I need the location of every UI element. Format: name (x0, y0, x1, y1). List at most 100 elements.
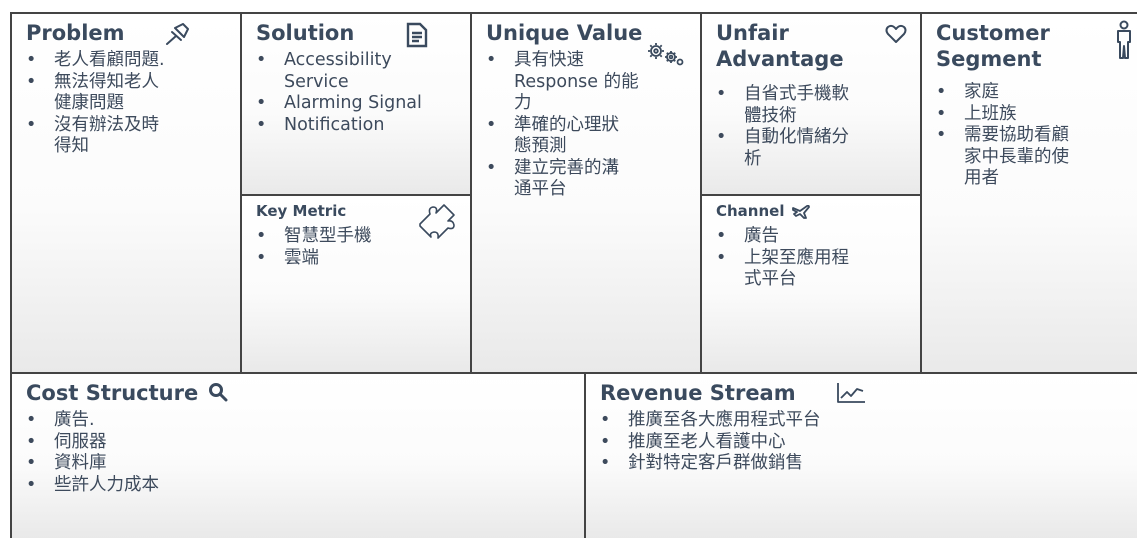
list-item-text: 體技術 (744, 105, 797, 126)
heart-icon (885, 24, 907, 44)
list-item-text: 需要協助看顧 (964, 125, 1069, 145)
list-item-text: 廣告 (744, 226, 779, 246)
list-item: 家庭 (936, 82, 1069, 104)
unfair-advantage-title-line-1: Unfair (716, 21, 789, 45)
list-item-text: 具有快速 (514, 50, 584, 70)
list-item-text: 沒有辦法及時 (54, 114, 159, 135)
solution-title: Solution (256, 21, 355, 45)
magnifier-icon (208, 382, 228, 402)
key-metric-title: Key Metric (256, 202, 347, 220)
list-item-text: 析 (744, 148, 762, 169)
person-icon (1116, 20, 1132, 60)
list-item-text: 通平台 (514, 179, 567, 199)
line-chart-icon (836, 382, 866, 404)
list-item-text: Service (284, 71, 349, 92)
list-item: 伺服器 (26, 432, 159, 454)
solution-section: Solution AccessibilityServiceAlarming Si… (240, 12, 470, 196)
cost-structure-title: Cost Structure (26, 380, 228, 406)
list-item: Notification (256, 115, 422, 137)
unfair-advantage-title-line-2: Advantage (716, 47, 844, 71)
list-item-text: 準確的心理狀 (514, 114, 619, 135)
list-item-text: Response 的能 (514, 71, 639, 92)
list-item-text: Accessibility (284, 50, 392, 70)
revenue-stream-section: Revenue Stream 推廣至各大應用程式平台推廣至老人看護中心針對特定客… (584, 372, 1137, 538)
list-item: 推廣至各大應用程式平台 (600, 410, 821, 432)
cost-structure-list: 廣告.伺服器資料庫些許人力成本 (26, 410, 159, 496)
revenue-stream-list: 推廣至各大應用程式平台推廣至老人看護中心針對特定客戶群做銷售 (600, 410, 821, 475)
list-item-text: Notification (284, 114, 385, 135)
list-item: 資料庫 (26, 453, 159, 475)
airplane-icon (791, 204, 810, 219)
list-item-text: 智慧型手機 (284, 226, 372, 246)
unique-value-title: Unique Value (486, 21, 643, 45)
gears-icon (644, 42, 684, 66)
list-item-text: 自動化情緒分 (744, 127, 849, 147)
list-item-text: 些許人力成本 (54, 474, 159, 495)
list-item-text: 得知 (54, 136, 89, 156)
list-item-text: 無法得知老人 (54, 71, 159, 92)
channel-title-text: Channel (716, 202, 785, 220)
revenue-stream-title: Revenue Stream (600, 381, 796, 405)
solution-list: AccessibilityServiceAlarming SignalNotif… (256, 50, 422, 136)
list-item-text: Alarming Signal (284, 93, 422, 113)
list-item-text: 上班族 (964, 103, 1017, 124)
list-item: 雲端 (256, 248, 372, 270)
list-item-text: 態預測 (514, 136, 567, 156)
document-icon (405, 22, 429, 48)
unfair-advantage-section: Unfair Advantage 自省式手機軟體技術自動化情緒分析 (700, 12, 920, 196)
customer-segment-title-line-1: Customer (936, 21, 1050, 45)
list-item-text: 健康問題 (54, 93, 124, 113)
list-item-text: 伺服器 (54, 431, 107, 452)
list-item-text: 針對特定客戶群做銷售 (628, 453, 803, 473)
list-item-text: 推廣至老人看護中心 (628, 431, 786, 452)
list-item-text: 家庭 (964, 82, 999, 102)
cost-structure-title-text: Cost Structure (26, 381, 199, 405)
customer-segment-title: Customer Segment (936, 20, 1050, 72)
customer-segment-title-line-2: Segment (936, 47, 1042, 71)
list-item: 上班族 (936, 104, 1069, 126)
list-item-text: 家中長輩的使 (964, 146, 1069, 167)
list-item: 智慧型手機 (256, 226, 372, 248)
list-item-text: 廣告. (54, 410, 95, 430)
list-item-text: 雲端 (284, 247, 319, 268)
list-item-text: 力 (514, 93, 532, 113)
list-item-text: 資料庫 (54, 453, 107, 473)
pin-icon (164, 23, 190, 45)
list-item-text: 建立完善的溝 (514, 157, 619, 178)
customer-segment-section: Customer Segment 家庭上班族需要協助看顧家中長輩的使用者 (920, 12, 1137, 376)
puzzle-icon (414, 202, 458, 240)
list-item: 老人看顧問題. (26, 50, 165, 72)
unfair-advantage-list: 自省式手機軟體技術自動化情緒分析 (716, 84, 849, 170)
list-item-text: 式平台 (744, 269, 797, 289)
list-item: 廣告. (26, 410, 159, 432)
list-item-text: 老人看顧問題. (54, 50, 165, 70)
key-metric-list: 智慧型手機雲端 (256, 226, 372, 269)
list-item-text: 上架至應用程 (744, 247, 849, 268)
problem-title: Problem (26, 21, 125, 45)
list-item-text: 推廣至各大應用程式平台 (628, 410, 821, 430)
customer-segment-list: 家庭上班族需要協助看顧家中長輩的使用者 (936, 82, 1069, 190)
list-item: 廣告 (716, 226, 849, 248)
list-item: 推廣至老人看護中心 (600, 432, 821, 454)
list-item-text: 用者 (964, 168, 999, 188)
list-item: 些許人力成本 (26, 475, 159, 497)
problem-section: Problem 老人看顧問題.無法得知老人健康問題沒有辦法及時得知 (10, 12, 240, 372)
list-item: 針對特定客戶群做銷售 (600, 453, 821, 475)
list-item: Alarming Signal (256, 93, 422, 115)
unfair-advantage-title: Unfair Advantage (716, 20, 844, 72)
channel-title: Channel (716, 202, 810, 220)
problem-list: 老人看顧問題.無法得知老人健康問題沒有辦法及時得知 (26, 50, 165, 158)
